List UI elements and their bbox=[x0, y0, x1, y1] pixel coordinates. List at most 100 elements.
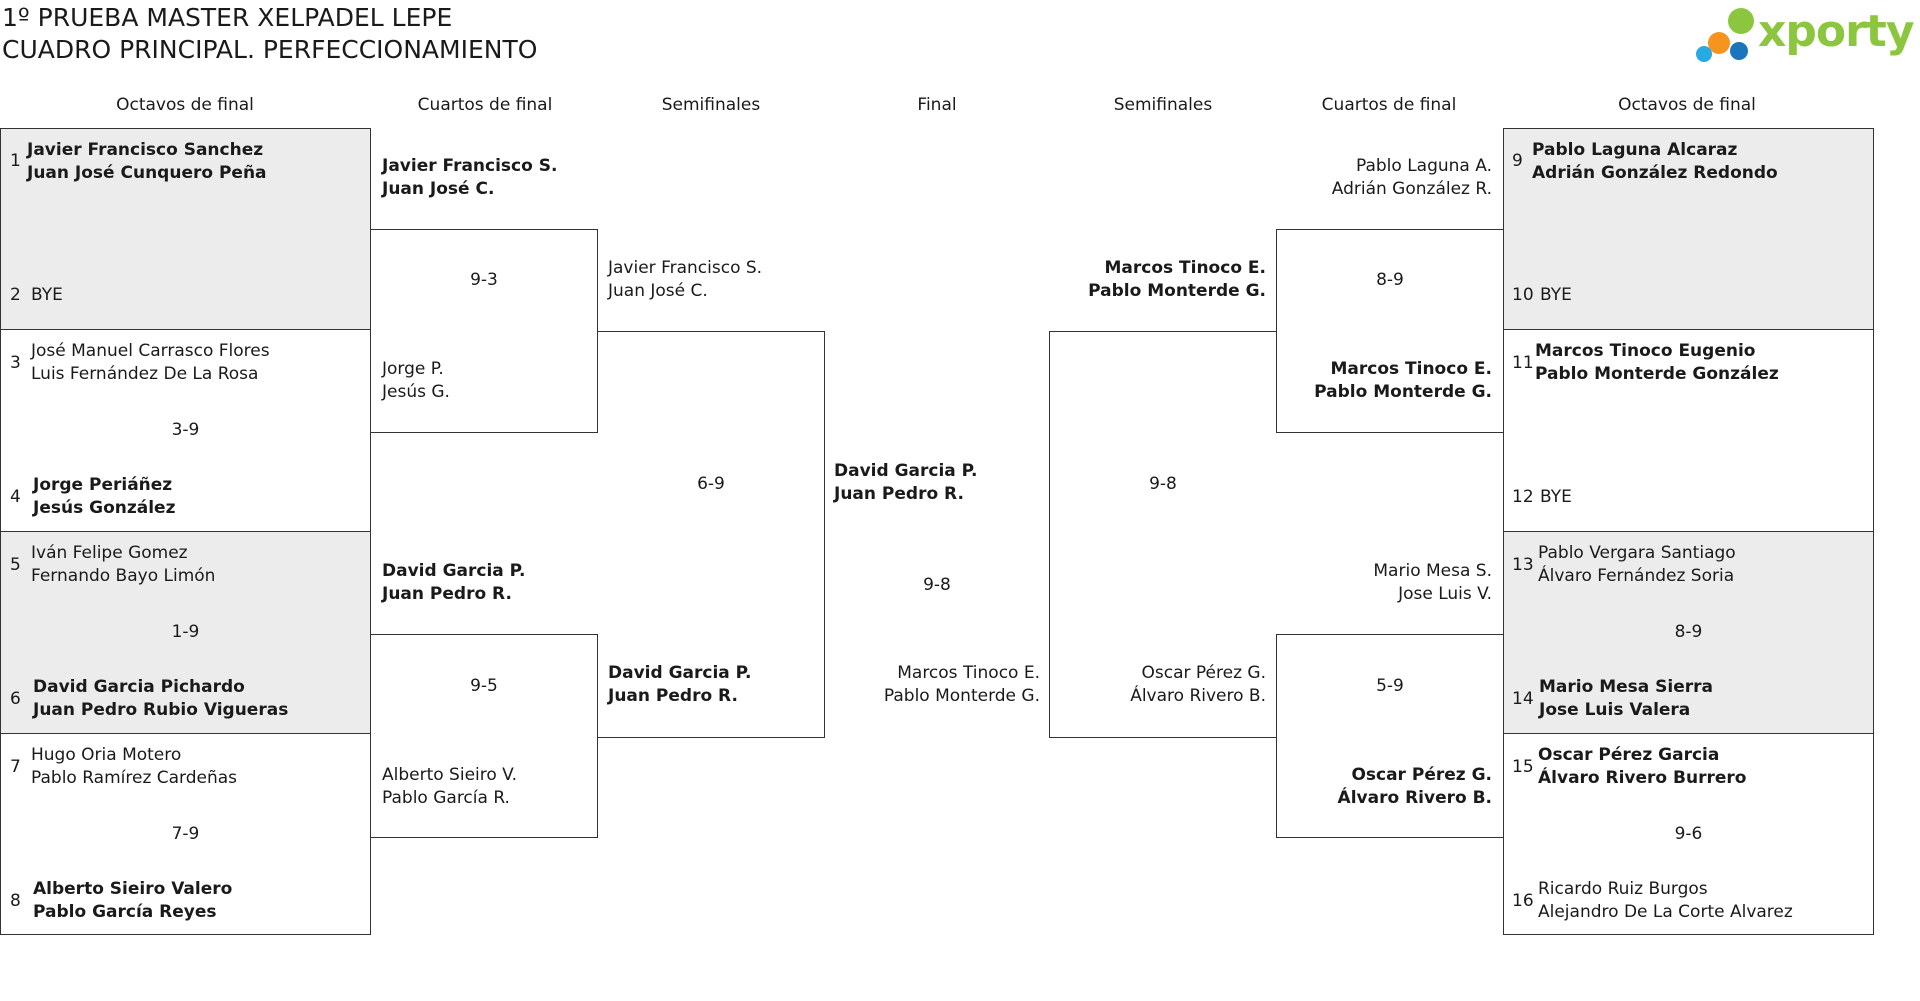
team-entry: Javier Francisco S. Juan José C. bbox=[382, 155, 557, 201]
team-entry: Oscar Pérez G. Álvaro Rivero B. bbox=[1276, 764, 1492, 810]
seed-number: 9 bbox=[1512, 151, 1523, 171]
player-name: Hugo Oria Motero bbox=[31, 745, 182, 765]
player-name: Juan José C. bbox=[608, 281, 708, 301]
player-name: Alberto Sieiro Valero bbox=[33, 879, 233, 899]
header-final: Final bbox=[917, 95, 957, 115]
seed-number: 11 bbox=[1512, 353, 1534, 373]
player-name: Ricardo Ruiz Burgos bbox=[1538, 879, 1708, 899]
header-cuartos-left: Cuartos de final bbox=[417, 95, 553, 115]
seed-number: 6 bbox=[10, 689, 21, 709]
team-entry: Mario Mesa Sierra Jose Luis Valera bbox=[1539, 676, 1713, 722]
player-name: Mario Mesa Sierra bbox=[1539, 677, 1713, 697]
player-name: Juan José C. bbox=[382, 179, 495, 199]
team-entry: Ricardo Ruiz Burgos Alejandro De La Cort… bbox=[1538, 878, 1793, 924]
player-name: Pablo Monterde G. bbox=[883, 686, 1040, 706]
player-name: Juan Pedro R. bbox=[608, 686, 738, 706]
player-name: Alberto Sieiro V. bbox=[382, 765, 518, 785]
team-entry: Hugo Oria Motero Pablo Ramírez Cardeñas bbox=[31, 744, 237, 790]
player-name: Pablo Monterde González bbox=[1535, 364, 1779, 384]
player-name: Jose Luis V. bbox=[1398, 584, 1492, 604]
seed-number: 10 bbox=[1512, 285, 1534, 305]
seed-number: 1 bbox=[10, 151, 21, 171]
header-octavos-left: Octavos de final bbox=[116, 95, 254, 115]
match-score: 6-9 bbox=[697, 474, 725, 494]
team-entry: Javier Francisco Sanchez Juan José Cunqu… bbox=[27, 139, 267, 185]
team-entry: Oscar Pérez Garcia Álvaro Rivero Burrero bbox=[1538, 744, 1746, 790]
seed-number: 7 bbox=[10, 757, 21, 777]
seed-number: 5 bbox=[10, 555, 21, 575]
sf-right-bracket bbox=[1049, 331, 1277, 738]
player-name: Adrián González R. bbox=[1331, 179, 1492, 199]
player-name: David Garcia P. bbox=[608, 663, 752, 683]
player-name: Jorge Periáñez bbox=[33, 475, 173, 495]
player-name: Álvaro Fernández Soria bbox=[1538, 566, 1735, 586]
seed-number: 2 bbox=[10, 285, 21, 305]
team-entry: Marcos Tinoco E. Pablo Monterde G. bbox=[1276, 358, 1492, 404]
player-name: Oscar Pérez G. bbox=[1351, 765, 1492, 785]
player-name: Jesús González bbox=[33, 498, 176, 518]
team-entry: Mario Mesa S. Jose Luis V. bbox=[1276, 560, 1492, 606]
team-entry: Alberto Sieiro V. Pablo García R. bbox=[382, 764, 517, 810]
match-score: 9-5 bbox=[470, 676, 498, 696]
r16-right-match-4 bbox=[1503, 733, 1874, 935]
team-entry: BYE bbox=[1540, 486, 1572, 509]
player-name: David Garcia P. bbox=[382, 561, 526, 581]
team-entry: Javier Francisco S. Juan José C. bbox=[608, 257, 762, 303]
player-name: Juan Pedro R. bbox=[834, 484, 964, 504]
team-entry: David Garcia P. Juan Pedro R. bbox=[382, 560, 525, 606]
player-name: Mario Mesa S. bbox=[1373, 561, 1492, 581]
player-name: Pablo Monterde G. bbox=[1088, 281, 1266, 301]
r16-left-match-4 bbox=[0, 733, 371, 935]
seed-number: 16 bbox=[1512, 891, 1534, 911]
player-name: David Garcia Pichardo bbox=[33, 677, 245, 697]
player-name: BYE bbox=[1540, 487, 1572, 507]
team-entry: Alberto Sieiro Valero Pablo García Reyes bbox=[33, 878, 232, 924]
player-name: BYE bbox=[1540, 285, 1572, 305]
seed-number: 4 bbox=[10, 487, 21, 507]
title-line-2: CUADRO PRINCIPAL. PERFECCIONAMIENTO bbox=[2, 35, 538, 64]
match-score: 3-9 bbox=[171, 420, 200, 440]
player-name: Javier Francisco Sanchez bbox=[27, 140, 264, 160]
player-name: Marcos Tinoco E. bbox=[1104, 258, 1266, 278]
team-entry: Jorge P. Jesús G. bbox=[382, 358, 450, 404]
final-winner: David Garcia P. Juan Pedro R. bbox=[834, 460, 977, 506]
player-name: Marcos Tinoco E. bbox=[1330, 359, 1492, 379]
header-semis-right: Semifinales bbox=[1113, 95, 1213, 115]
match-score: 9-8 bbox=[1149, 474, 1177, 494]
xporty-logo: xporty bbox=[1696, 4, 1920, 68]
player-name: Jesús G. bbox=[382, 382, 450, 402]
player-name: Javier Francisco S. bbox=[608, 258, 763, 278]
player-name: Iván Felipe Gomez bbox=[31, 543, 188, 563]
player-name: Pablo García Reyes bbox=[33, 902, 217, 922]
r16-right-match-3 bbox=[1503, 531, 1874, 734]
player-name: BYE bbox=[31, 285, 63, 305]
match-score: 1-9 bbox=[171, 622, 200, 642]
logo-dot-orange bbox=[1708, 32, 1730, 54]
seed-number: 12 bbox=[1512, 487, 1534, 507]
player-name: Juan Pedro Rubio Vigueras bbox=[33, 700, 289, 720]
title-line-1: 1º PRUEBA MASTER XELPADEL LEPE bbox=[2, 3, 453, 32]
player-name: Pablo Laguna Alcaraz bbox=[1532, 140, 1738, 160]
team-entry: Marcos Tinoco Eugenio Pablo Monterde Gon… bbox=[1535, 340, 1779, 386]
sf-left-bracket bbox=[597, 331, 825, 738]
team-entry: Pablo Laguna Alcaraz Adrián González Red… bbox=[1532, 139, 1778, 185]
final-runner-up: Marcos Tinoco E. Pablo Monterde G. bbox=[824, 662, 1040, 708]
seed-number: 3 bbox=[10, 353, 21, 373]
player-name: Luis Fernández De La Rosa bbox=[31, 364, 259, 384]
player-name: Alejandro De La Corte Alvarez bbox=[1538, 902, 1793, 922]
qf-left-bracket-2 bbox=[370, 634, 598, 838]
team-entry: Marcos Tinoco E. Pablo Monterde G. bbox=[1050, 257, 1266, 303]
player-name: Pablo García R. bbox=[382, 788, 510, 808]
team-entry: José Manuel Carrasco Flores Luis Fernánd… bbox=[31, 340, 270, 386]
logo-dot-green bbox=[1728, 8, 1754, 34]
player-name: Marcos Tinoco Eugenio bbox=[1535, 341, 1756, 361]
logo-text: xporty bbox=[1758, 6, 1915, 57]
logo-dot-blue bbox=[1696, 46, 1712, 62]
header-cuartos-right: Cuartos de final bbox=[1321, 95, 1457, 115]
player-name: David Garcia P. bbox=[834, 461, 978, 481]
match-score: 5-9 bbox=[1376, 676, 1404, 696]
match-score: 8-9 bbox=[1376, 270, 1404, 290]
player-name: Fernando Bayo Limón bbox=[31, 566, 216, 586]
player-name: Marcos Tinoco E. bbox=[897, 663, 1040, 683]
team-entry: Oscar Pérez G. Álvaro Rivero B. bbox=[1050, 662, 1266, 708]
